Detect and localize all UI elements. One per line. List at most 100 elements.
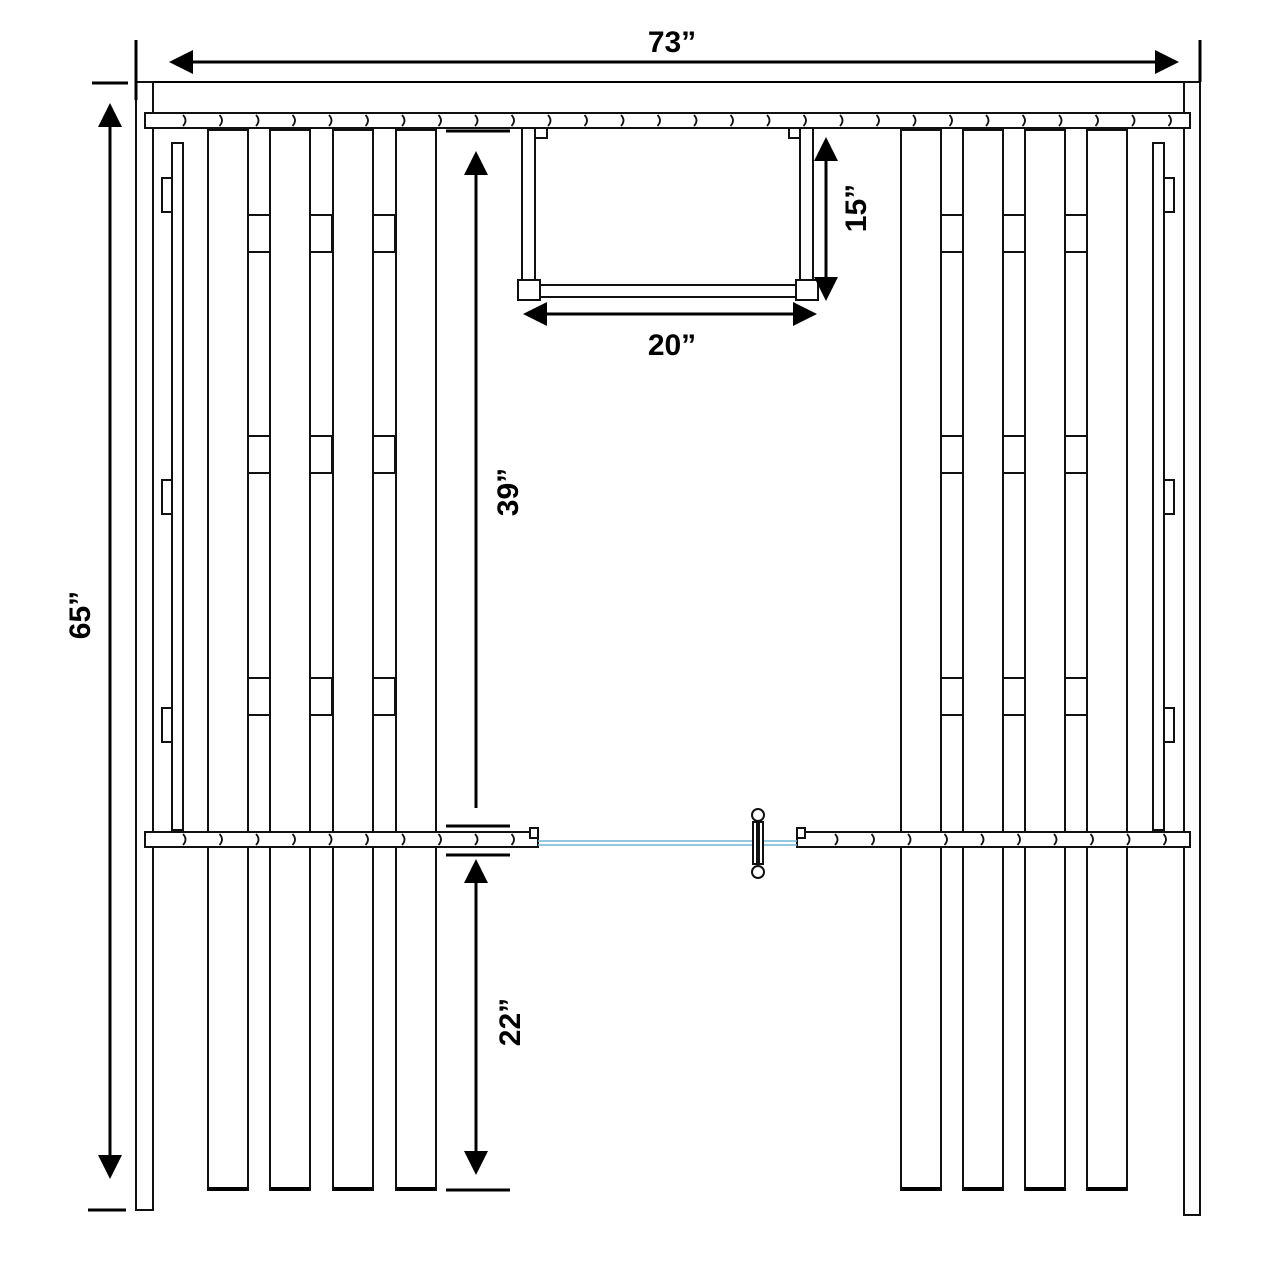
bench-board-joint bbox=[912, 114, 917, 127]
bench-board-joint bbox=[218, 833, 223, 846]
door-stop-right bbox=[796, 827, 806, 839]
bench-board-joint bbox=[437, 833, 442, 846]
left-rail-tab bbox=[161, 479, 173, 515]
bench-board-joint bbox=[510, 114, 515, 127]
window-left-post bbox=[521, 127, 536, 287]
spacer-block bbox=[247, 435, 271, 474]
bench-board-joint bbox=[255, 833, 260, 846]
spacer-block bbox=[309, 677, 333, 716]
bench-board-joint bbox=[1058, 114, 1063, 127]
backrest-slat bbox=[962, 129, 1004, 1191]
window-bracket-right bbox=[788, 127, 801, 139]
spacer-block bbox=[309, 435, 333, 474]
bench-board-joint bbox=[182, 114, 187, 127]
spacer-block bbox=[1002, 214, 1026, 253]
bench-board-joint bbox=[1126, 833, 1131, 846]
backrest-slat bbox=[332, 129, 374, 1191]
spacer-block bbox=[940, 677, 964, 716]
bench-board-joint bbox=[291, 833, 296, 846]
bench-board-joint bbox=[1094, 114, 1099, 127]
bench-board-joint bbox=[875, 114, 880, 127]
bench-board-joint bbox=[437, 114, 442, 127]
bench-board-joint bbox=[328, 114, 333, 127]
spacer-block bbox=[940, 214, 964, 253]
spacer-block bbox=[940, 435, 964, 474]
left-rail-tab bbox=[161, 177, 173, 213]
window-right-post bbox=[799, 127, 814, 287]
window-height-label: 15” bbox=[840, 184, 873, 232]
bench-board-joint bbox=[1162, 833, 1167, 846]
spacer-block bbox=[372, 435, 396, 474]
lower-bench-clearance-label: 22” bbox=[494, 998, 527, 1046]
right-rail-tab bbox=[1163, 707, 1175, 743]
lower-bench-right bbox=[796, 831, 1191, 848]
backrest-slat bbox=[207, 129, 249, 1191]
door-handle-bar bbox=[758, 821, 764, 865]
bench-board-joint bbox=[291, 114, 296, 127]
spacer-block bbox=[372, 677, 396, 716]
bench-board-joint bbox=[255, 114, 260, 127]
window-corner-left bbox=[517, 279, 541, 301]
bench-board-joint bbox=[980, 833, 985, 846]
spacer-block bbox=[247, 677, 271, 716]
window-width-label: 20” bbox=[648, 329, 696, 362]
window-bracket-left bbox=[534, 127, 548, 139]
spacer-block bbox=[1002, 677, 1026, 716]
bench-board-joint bbox=[364, 114, 369, 127]
spacer-block bbox=[372, 214, 396, 253]
bench-board-joint bbox=[1053, 833, 1058, 846]
backrest-slat bbox=[269, 129, 311, 1191]
upper-bench-clearance-label: 39” bbox=[492, 468, 525, 516]
bench-board-joint bbox=[182, 833, 187, 846]
bench-board-joint bbox=[328, 833, 333, 846]
upper-bench bbox=[144, 112, 1191, 129]
sauna-structure bbox=[135, 81, 1201, 1216]
bench-board-joint bbox=[985, 114, 990, 127]
bench-board-joint bbox=[693, 114, 698, 127]
bench-board-joint bbox=[510, 833, 515, 846]
bench-board-joint bbox=[766, 114, 771, 127]
bench-board-joint bbox=[1016, 833, 1021, 846]
bench-board-joint bbox=[907, 833, 912, 846]
right-rail-tab bbox=[1163, 479, 1175, 515]
bench-board-joint bbox=[583, 114, 588, 127]
door-stop-left bbox=[529, 827, 539, 839]
bench-board-joint bbox=[474, 833, 479, 846]
backrest-slat bbox=[395, 129, 437, 1191]
spacer-block bbox=[1064, 435, 1088, 474]
backrest-slat bbox=[900, 129, 942, 1191]
backrest-slat bbox=[1086, 129, 1128, 1191]
right-post bbox=[1183, 81, 1201, 1216]
bench-board-joint bbox=[1089, 833, 1094, 846]
door-handle-knob bbox=[751, 808, 765, 822]
bench-board-joint bbox=[364, 833, 369, 846]
left-rail-tab bbox=[161, 707, 173, 743]
bench-board-joint bbox=[620, 114, 625, 127]
window-bottom-bar bbox=[537, 284, 799, 298]
bench-board-joint bbox=[943, 833, 948, 846]
lower-bench-left bbox=[144, 831, 539, 848]
bench-board-joint bbox=[401, 114, 406, 127]
bench-board-joint bbox=[729, 114, 734, 127]
bench-board-joint bbox=[948, 114, 953, 127]
bench-board-joint bbox=[1021, 114, 1026, 127]
bench-board-joint bbox=[1131, 114, 1136, 127]
bench-board-joint bbox=[218, 114, 223, 127]
door-handle-bar bbox=[752, 821, 758, 865]
spacer-block bbox=[247, 214, 271, 253]
left-post bbox=[135, 81, 154, 1211]
bench-board-joint bbox=[802, 114, 807, 127]
height-label: 65” bbox=[64, 591, 97, 639]
right-rail-tab bbox=[1163, 177, 1175, 213]
bench-board-joint bbox=[834, 833, 839, 846]
bench-board-joint bbox=[1167, 114, 1172, 127]
spacer-block bbox=[309, 214, 333, 253]
bench-board-joint bbox=[839, 114, 844, 127]
bench-board-joint bbox=[474, 114, 479, 127]
dimension-lines bbox=[88, 40, 1202, 1212]
width-label: 73” bbox=[648, 26, 696, 59]
spacer-block bbox=[1064, 214, 1088, 253]
right-side-rail bbox=[1152, 142, 1165, 831]
